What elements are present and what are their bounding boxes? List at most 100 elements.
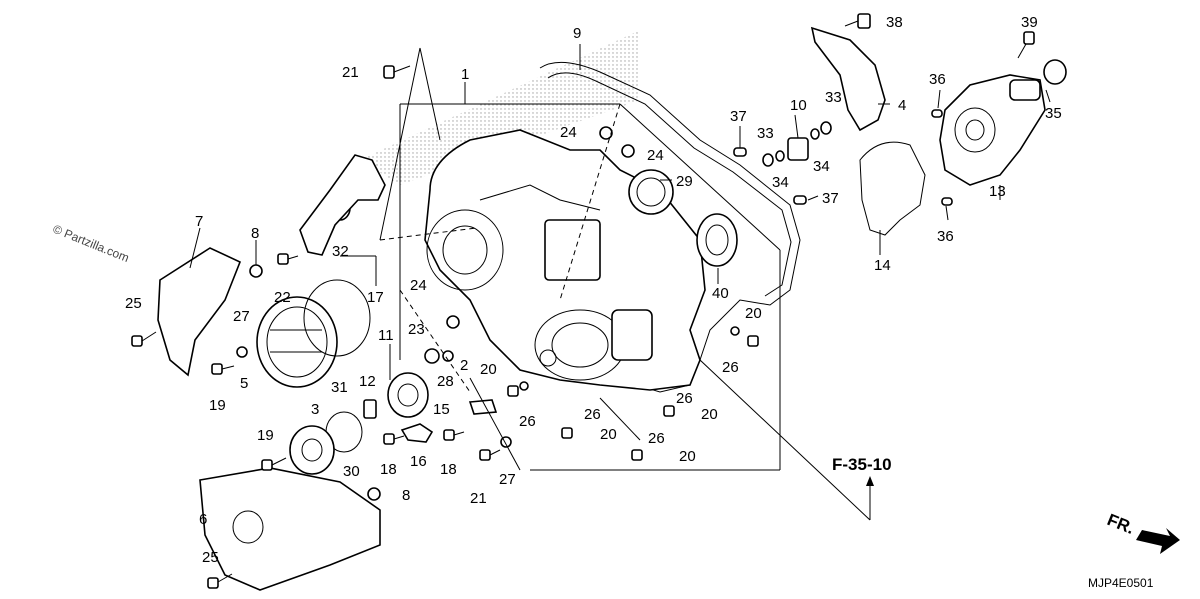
callout-20a: 20 bbox=[480, 361, 497, 378]
cover-part-6-hole bbox=[232, 510, 264, 544]
shading-area bbox=[360, 30, 640, 185]
callout-7: 7 bbox=[195, 213, 203, 230]
callout-1: 1 bbox=[461, 66, 469, 83]
dowel-part-36b[interactable] bbox=[941, 197, 953, 206]
callout-26c: 26 bbox=[584, 406, 601, 423]
clip-part-15[interactable] bbox=[468, 399, 498, 415]
plug-part-24c[interactable] bbox=[446, 315, 460, 329]
bolt-part-21b[interactable] bbox=[479, 449, 501, 461]
bolt-part-38[interactable] bbox=[844, 13, 871, 29]
o-ring-part-33a[interactable] bbox=[762, 153, 774, 167]
callout-26e: 26 bbox=[648, 430, 665, 447]
washer-part-27a[interactable] bbox=[236, 346, 248, 358]
leader-lines bbox=[189, 44, 1051, 521]
bolt-part-20b[interactable] bbox=[747, 335, 759, 347]
bolt-part-22[interactable] bbox=[277, 253, 299, 265]
front-direction-arrow-icon bbox=[1136, 528, 1180, 554]
callout-24a: 24 bbox=[560, 124, 577, 141]
callout-20b: 20 bbox=[745, 305, 762, 322]
callout-5: 5 bbox=[240, 375, 248, 392]
washer-part-26a[interactable] bbox=[519, 381, 529, 391]
reference-label[interactable]: F-35-10 bbox=[832, 455, 892, 474]
callout-8b: 8 bbox=[402, 487, 410, 504]
callout-6: 6 bbox=[199, 511, 207, 528]
callout-24c: 24 bbox=[410, 277, 427, 294]
bolt-part-39[interactable] bbox=[1017, 31, 1035, 59]
gasket-part-14[interactable] bbox=[859, 141, 926, 236]
callout-10: 10 bbox=[790, 97, 807, 114]
callout-21a: 21 bbox=[342, 64, 359, 81]
direction-label: FR. bbox=[1105, 510, 1138, 538]
washer-part-8b[interactable] bbox=[367, 487, 381, 501]
washer-part-8a[interactable] bbox=[249, 264, 263, 278]
callout-26b: 26 bbox=[722, 359, 739, 376]
callout-16: 16 bbox=[410, 453, 427, 470]
o-ring-part-31[interactable] bbox=[303, 279, 371, 357]
dashed-lines bbox=[379, 103, 621, 393]
washer-part-2[interactable] bbox=[442, 350, 454, 362]
filter-cover-part-3[interactable] bbox=[289, 425, 335, 475]
o-ring-part-35[interactable] bbox=[1043, 59, 1067, 85]
callout-19a: 19 bbox=[209, 397, 226, 414]
callout-24b: 24 bbox=[647, 147, 664, 164]
callout-9: 9 bbox=[573, 25, 581, 42]
cover-part-6[interactable] bbox=[199, 467, 381, 591]
bolt-part-19a[interactable] bbox=[211, 363, 235, 375]
callout-19b: 19 bbox=[257, 427, 274, 444]
bearing-part-40[interactable] bbox=[696, 213, 738, 267]
callout-27a: 27 bbox=[233, 308, 250, 325]
callout-34b: 34 bbox=[813, 158, 830, 175]
bolt-part-19b[interactable] bbox=[261, 457, 287, 471]
callout-31: 31 bbox=[331, 379, 348, 396]
callout-15: 15 bbox=[433, 401, 450, 418]
callout-labels: 1 2 3 4 5 6 7 8 8 9 10 11 12 13 14 15 16… bbox=[125, 14, 1062, 566]
callout-40: 40 bbox=[712, 285, 729, 302]
bolt-part-25a[interactable] bbox=[131, 331, 157, 347]
callout-17: 17 bbox=[367, 289, 384, 306]
bolt-part-21a[interactable] bbox=[383, 65, 411, 79]
callout-20d: 20 bbox=[600, 426, 617, 443]
callout-32: 32 bbox=[332, 243, 349, 260]
callout-38: 38 bbox=[886, 14, 903, 31]
bolt-part-18b[interactable] bbox=[443, 429, 465, 441]
bolt-part-20a[interactable] bbox=[507, 385, 519, 397]
bracket-part-17[interactable] bbox=[299, 154, 386, 256]
callout-26a: 26 bbox=[519, 413, 536, 430]
callout-27b: 27 bbox=[499, 471, 516, 488]
callout-25b: 25 bbox=[202, 549, 219, 566]
callout-22: 22 bbox=[274, 289, 291, 306]
dowel-part-36a[interactable] bbox=[931, 109, 943, 118]
plug-part-24b[interactable] bbox=[621, 144, 635, 158]
bolt-part-18a[interactable] bbox=[383, 433, 405, 445]
washer-part-23[interactable] bbox=[424, 348, 440, 364]
callout-28: 28 bbox=[437, 373, 454, 390]
guide-part-16[interactable] bbox=[400, 423, 434, 443]
oil-filter-part-11[interactable] bbox=[387, 372, 429, 418]
o-ring-part-34a[interactable] bbox=[775, 150, 785, 162]
bolt-part-20e[interactable] bbox=[631, 449, 643, 461]
dowel-part-37b[interactable] bbox=[793, 195, 807, 205]
bolt-part-20d[interactable] bbox=[561, 427, 573, 439]
callout-30: 30 bbox=[343, 463, 360, 480]
gasket-part-9-inner bbox=[547, 72, 792, 297]
o-ring-part-33b[interactable] bbox=[820, 121, 832, 135]
plate-part-4[interactable] bbox=[810, 26, 886, 132]
clutch-cover-part-5[interactable] bbox=[256, 296, 338, 388]
washer-part-26b[interactable] bbox=[730, 326, 740, 336]
spring-part-12[interactable] bbox=[363, 399, 377, 419]
crankcase-cover-part-1[interactable] bbox=[424, 129, 706, 391]
o-ring-part-34b[interactable] bbox=[810, 128, 820, 140]
gasket-part-9[interactable] bbox=[539, 61, 801, 393]
cover-part-7[interactable] bbox=[157, 247, 242, 377]
dowel-part-37a[interactable] bbox=[733, 147, 747, 157]
callout-23: 23 bbox=[408, 321, 425, 338]
water-pump-cover-part-13[interactable] bbox=[939, 74, 1046, 186]
callout-39: 39 bbox=[1021, 14, 1038, 31]
oil-seal-part-29[interactable] bbox=[628, 169, 674, 215]
bolt-part-25b[interactable] bbox=[207, 573, 233, 589]
plug-part-24a[interactable] bbox=[599, 126, 613, 140]
callout-36a: 36 bbox=[929, 71, 946, 88]
callout-36b: 36 bbox=[937, 228, 954, 245]
bolt-part-20c[interactable] bbox=[663, 405, 675, 417]
spring-part-10[interactable] bbox=[787, 137, 809, 161]
